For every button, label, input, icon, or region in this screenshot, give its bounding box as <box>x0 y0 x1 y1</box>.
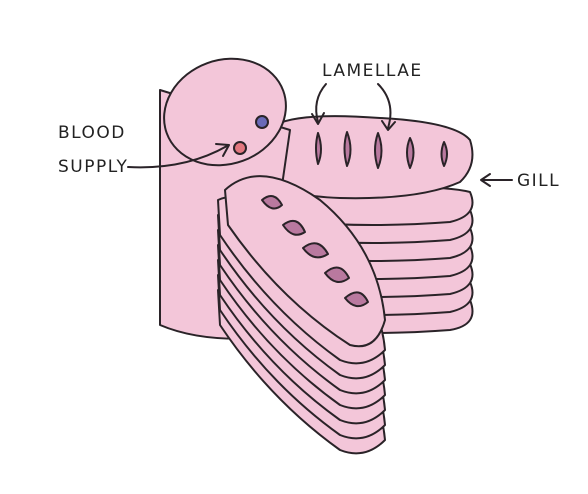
blood-supply-label-line1: BLOOD <box>58 123 126 143</box>
top-plate-lamellae <box>315 131 448 169</box>
diagonal-gill-filaments <box>217 175 386 455</box>
front-filament-lamellae <box>261 195 369 308</box>
gill-label: GILL <box>517 171 560 191</box>
lamellae-label: LAMELLAE <box>322 61 423 81</box>
blood-vessel-blue <box>255 115 269 129</box>
gill-arrow <box>480 173 513 187</box>
blood-supply-label-line2: SUPPLY <box>58 157 128 177</box>
blood-supply-arrow <box>127 143 230 169</box>
lamellae-arrows <box>311 83 396 131</box>
blood-vessel-red <box>233 141 247 155</box>
